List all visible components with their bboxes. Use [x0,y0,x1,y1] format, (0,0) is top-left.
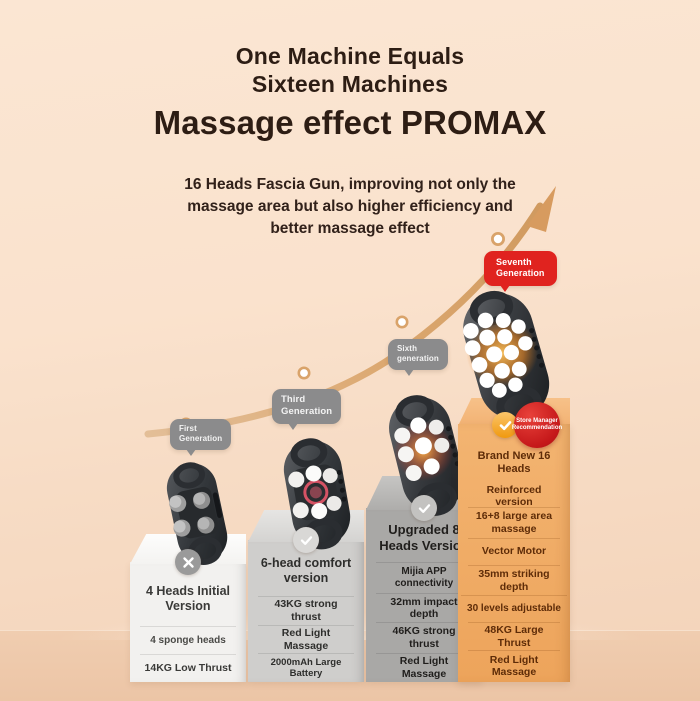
column-feature: 35mm striking depth [468,564,560,595]
column-feature: 4 sponge heads [140,626,236,654]
column-title: Upgraded 8 Heads Version [379,522,469,553]
column-feature: 32mm impact depth [376,593,472,622]
callout-third-generation[interactable]: Third Generation [272,389,342,429]
eyebrow-line-1: One Machine Equals [235,43,465,69]
column-title: Brand New 16 Heads [477,450,551,476]
column-feature: 43KG strong thrust [258,596,354,625]
column-gen7[interactable]: Brand New 16 Heads Reinforced version 16… [458,402,570,682]
column-feature: Vector Motor [468,537,560,565]
subtitle-line-3: better massage effect [270,220,430,237]
callout-line-1: Third [281,394,306,405]
column-feature: 46KG strong thrust [376,622,472,653]
subtitle-line-2: massage area but also higher efficiency … [187,198,513,215]
device-gen3 [266,432,370,554]
store-manager-recommendation-badge: Store Manager Recommendation [511,402,563,448]
device-gen1 [152,452,248,572]
callout-sixth-generation[interactable]: Sixth generation [388,339,448,376]
marker-sixth-generation [395,315,409,329]
eyebrow-heading: One Machine Equals Sixteen Machines [0,42,700,98]
column-feature: 16+8 large area massage [468,507,560,537]
cross-icon [175,549,201,575]
recommendation-line-2: Recommendation [511,425,563,431]
column-feature: 2000mAh Large Battery [258,653,354,682]
marker-third-generation [297,366,311,380]
fascia-gun-6-head-icon [283,438,351,550]
column-feature: Mijia APP connectivity [376,562,472,593]
eyebrow-line-2: Sixteen Machines [251,71,449,98]
callout-line-1: Seventh [496,257,532,267]
column-title: 4 Heads Initial Version [145,584,231,613]
column-gen1[interactable]: 4 Heads Initial Version 4 sponge heads 1… [130,549,246,682]
check-icon [411,495,437,521]
recommendation-line-1: Store Manager [516,418,558,425]
callout-line-2: Generation [281,405,333,417]
column-feature: Red Light Massage [376,653,472,682]
callout-seventh-generation[interactable]: Seventh Generation [484,251,557,293]
callout-line-2: Generation [496,268,545,279]
column-gen3[interactable]: 6-head comfort version 43KG strong thrus… [248,527,364,682]
column-feature: 30 levels adjustable [461,595,567,622]
subtitle-line-1: 16 Heads Fascia Gun, improving not only … [184,176,516,193]
subtitle: 16 Heads Fascia Gun, improving not only … [0,174,700,240]
check-icon [293,527,319,553]
column-feature: Reinforced version [486,483,542,509]
column-feature: 14KG Low Thrust [140,654,236,682]
callout-line-2: Generation [179,433,223,443]
column-feature: Red Light Massage [258,624,354,654]
fascia-gun-4-head-icon [166,462,228,565]
column-feature: 48KG Large Thrust [468,622,560,649]
column-title: 6-head comfort version [260,556,352,585]
column-feature: Red Light Massage [468,649,560,682]
callout-first-generation[interactable]: First Generation [170,419,232,456]
page-title: Massage effect PROMAX [153,104,547,141]
callout-line-1: First [179,424,197,433]
callout-line-1: Sixth [397,344,418,353]
callout-line-2: generation [397,353,439,363]
